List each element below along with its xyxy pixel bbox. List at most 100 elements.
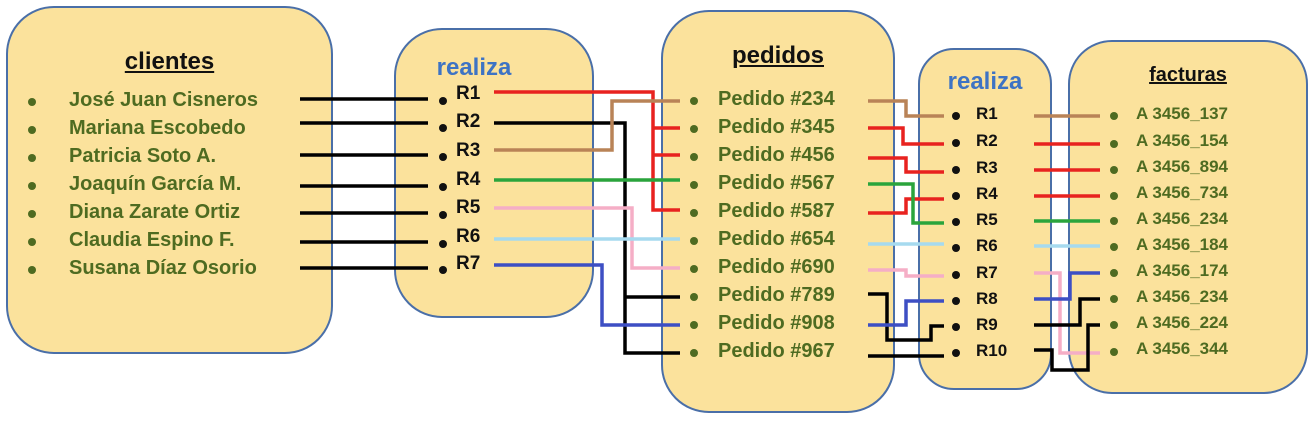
realiza-item: R10 [976, 341, 1008, 360]
bullet-icon [1110, 112, 1118, 120]
factura-item: A 3456_224 [1136, 313, 1229, 332]
line-p234 [868, 99, 944, 118]
bullet-icon [1110, 140, 1118, 148]
bullet-icon [690, 181, 698, 189]
cliente-item: Susana Díaz Osorio [69, 257, 257, 279]
factura-item: A 3456_184 [1136, 235, 1229, 254]
line-p567 [868, 182, 944, 225]
facturas-title: facturas [1149, 64, 1227, 86]
realiza-item: R8 [976, 289, 998, 308]
bullet-icon [28, 98, 36, 106]
realiza-item: R2 [976, 131, 998, 150]
realiza-item: R5 [976, 210, 998, 229]
bullet-icon [690, 153, 698, 161]
bullet-icon [1110, 321, 1118, 329]
bullet-icon [952, 112, 960, 120]
factura-item: A 3456_894 [1136, 157, 1229, 176]
bullet-icon [952, 323, 960, 331]
bullet-icon [439, 211, 447, 219]
line-f10 [1034, 323, 1100, 372]
clientes-box: clientes [6, 6, 333, 354]
cliente-item: Patricia Soto A. [69, 145, 217, 167]
pedido-item: Pedido #690 [718, 256, 835, 278]
realiza-item: R9 [976, 315, 998, 334]
realiza-box-1: realiza [394, 28, 594, 318]
realiza-box-2: realiza [918, 48, 1052, 390]
bullet-icon [690, 293, 698, 301]
realiza-title-2: realiza [947, 68, 1023, 95]
realiza-title-1: realiza [436, 54, 512, 81]
facturas-box: facturas [1068, 40, 1308, 394]
factura-item: A 3456_234 [1136, 287, 1229, 306]
pedido-item: Pedido #567 [718, 172, 835, 194]
pedidos-title: pedidos [731, 42, 824, 69]
realiza-item: R1 [976, 104, 998, 123]
line-r3 [494, 99, 680, 152]
cliente-item: Claudia Espino F. [69, 229, 235, 251]
bullet-icon [690, 237, 698, 245]
factura-item: A 3456_344 [1136, 339, 1229, 358]
bullet-icon [28, 210, 36, 218]
bullet-icon [439, 153, 447, 161]
factura-item: A 3456_154 [1136, 131, 1229, 150]
realiza-item: R1 [456, 83, 481, 104]
line-p345 [868, 126, 944, 146]
realiza-item: R4 [456, 169, 481, 190]
bullet-icon [28, 238, 36, 246]
line-r7 [494, 263, 680, 327]
pedido-item: Pedido #908 [718, 312, 835, 334]
realiza-item: R4 [976, 184, 998, 203]
bullet-icon [28, 182, 36, 190]
bullet-icon [952, 349, 960, 357]
bullet-icon [28, 154, 36, 162]
bullet-icon [28, 126, 36, 134]
bullet-icon [952, 139, 960, 147]
bullet-icon [439, 266, 447, 274]
bullet-icon [1110, 166, 1118, 174]
bullet-icon [439, 240, 447, 248]
bullet-icon [690, 349, 698, 357]
bullet-icon [690, 97, 698, 105]
bullet-icon [690, 125, 698, 133]
bullet-icon [439, 124, 447, 132]
pedido-item: Pedido #345 [718, 116, 835, 138]
line-r1 [494, 90, 680, 212]
line-f9 [1034, 297, 1100, 327]
factura-item: A 3456_137 [1136, 104, 1229, 123]
clientes-title: clientes [124, 48, 215, 75]
bullet-icon [439, 183, 447, 191]
realiza-item: R6 [456, 226, 481, 247]
bullet-icon [1110, 192, 1118, 200]
bullet-icon [952, 297, 960, 305]
realiza-item: R3 [976, 158, 998, 177]
realiza-item: R5 [456, 197, 481, 218]
bullet-icon [952, 271, 960, 279]
bullet-icon [952, 218, 960, 226]
line-p789 [868, 292, 944, 342]
cliente-item: Joaquín García M. [69, 173, 242, 195]
bullet-icon [439, 97, 447, 105]
pedido-item: Pedido #234 [718, 88, 835, 110]
line-p690 [868, 268, 944, 278]
bullet-icon [952, 192, 960, 200]
bullet-icon [690, 209, 698, 217]
bullet-icon [952, 166, 960, 174]
cliente-item: José Juan Cisneros [69, 89, 258, 111]
bullet-icon [690, 265, 698, 273]
realiza-item: R6 [976, 236, 998, 255]
bullet-icon [1110, 217, 1118, 225]
realiza-item: R7 [976, 263, 998, 282]
pedido-item: Pedido #967 [718, 340, 835, 362]
factura-item: A 3456_174 [1136, 261, 1229, 280]
line-f8 [1034, 271, 1100, 301]
bullet-icon [28, 266, 36, 274]
pedido-item: Pedido #456 [718, 144, 835, 166]
cliente-item: Diana Zarate Ortiz [69, 201, 241, 223]
realiza-item: R3 [456, 140, 481, 161]
line-p587 [868, 197, 944, 215]
line-p456 [868, 156, 944, 174]
realiza-item: R2 [456, 111, 481, 132]
line-f7 [1034, 271, 1100, 355]
pedido-item: Pedido #587 [718, 200, 835, 222]
